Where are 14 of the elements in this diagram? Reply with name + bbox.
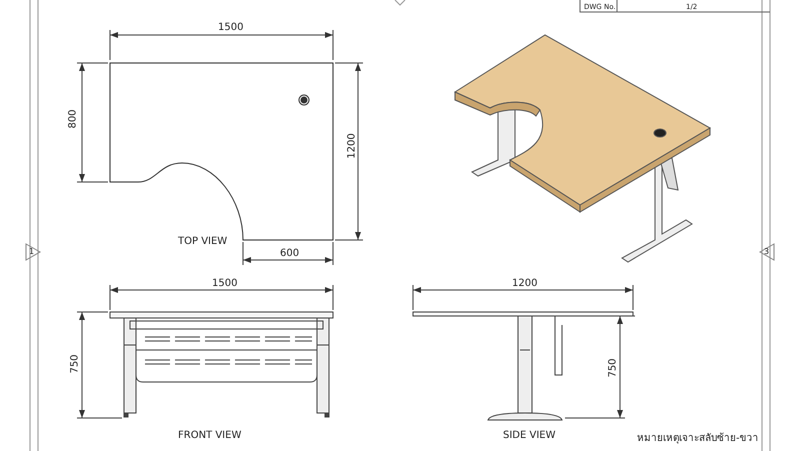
view-title: SIDE VIEW: [503, 430, 556, 442]
view-title: FRONT VIEW: [178, 430, 242, 442]
dimension-label: 600: [280, 248, 300, 260]
dimension-label: 750: [608, 358, 620, 378]
dimension-label: 1500: [212, 278, 238, 290]
zone-number: 1: [29, 246, 34, 258]
dimension-label: 800: [68, 109, 80, 129]
zone-number: 3: [764, 246, 770, 258]
dimension-label: 1200: [512, 278, 538, 290]
note-text: หมายเหตุเจาะสลับซ้าย-ขวา: [637, 433, 759, 445]
view-title: TOP VIEW: [178, 236, 228, 248]
dimension-label: 750: [70, 354, 82, 374]
dimension-label: 1200: [346, 133, 359, 159]
dimension-label: 1500: [218, 22, 244, 34]
